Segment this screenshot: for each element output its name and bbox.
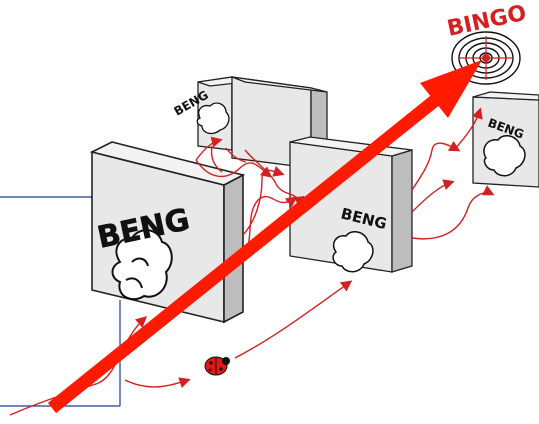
fist-icon-top (197, 103, 229, 133)
bingo-label: BINGO (445, 1, 529, 42)
ladybug-icon (205, 357, 230, 375)
path-lines (10, 110, 492, 415)
